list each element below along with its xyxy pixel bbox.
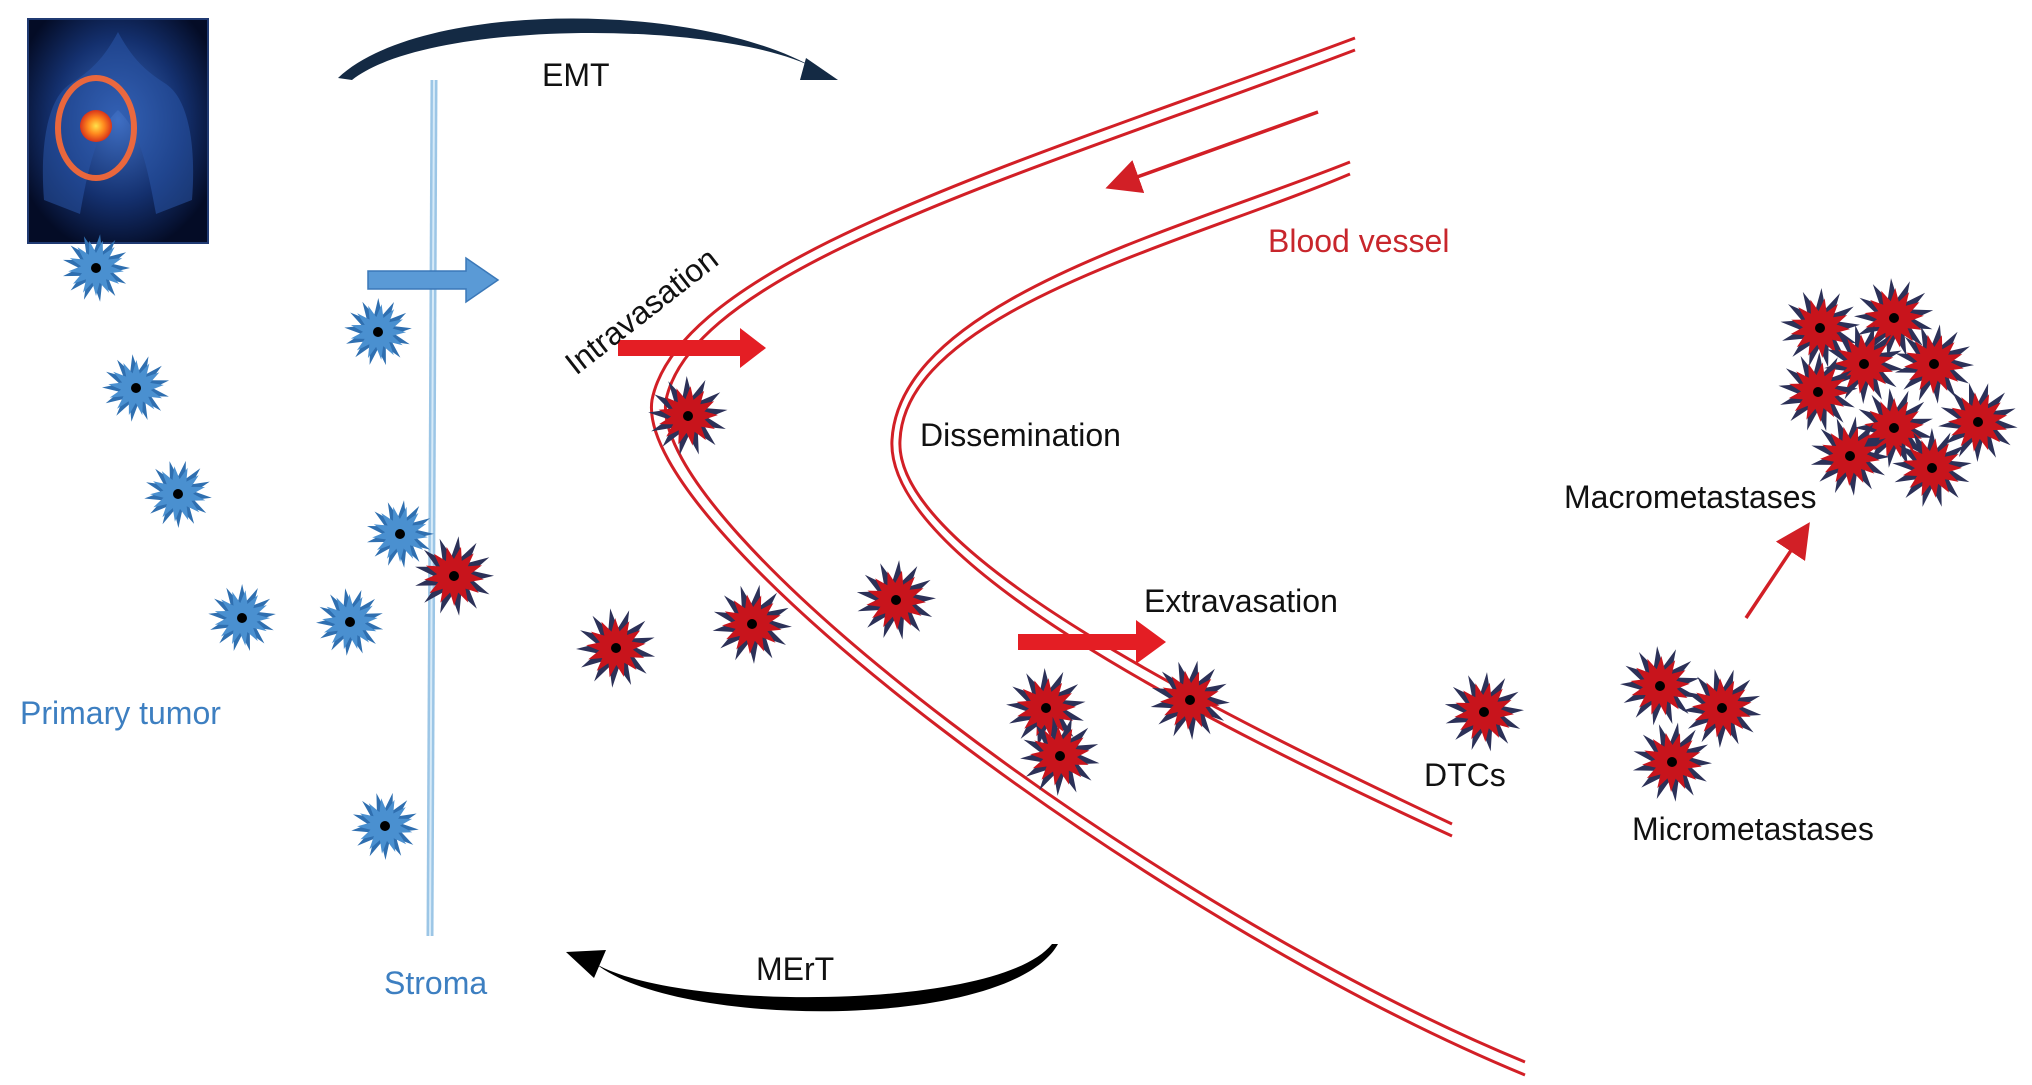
mert-label: MErT	[756, 951, 834, 987]
mesenchymal-tumor-cell-icon	[1894, 324, 1974, 404]
epithelial-tumor-cell-icon	[102, 354, 170, 422]
emt-label: EMT	[542, 57, 610, 93]
mesenchymal-tumor-cell-icon	[1444, 672, 1524, 752]
mesenchymal-tumor-cell-icon	[1938, 383, 2018, 462]
emt-curved-arrow	[338, 18, 838, 80]
mesenchymal-tumor-cell-icon	[1620, 646, 1700, 726]
epithelial-tumor-cell-icon	[63, 234, 130, 302]
extravasation-label: Extravasation	[1144, 583, 1338, 619]
epithelial-tumor-cell-icon	[351, 792, 419, 860]
intravasation-label: Intravasation	[558, 240, 725, 381]
epithelial-tumor-cell-icon	[144, 460, 212, 528]
primary-tumor-label: Primary tumor	[20, 695, 221, 731]
blood-vessel	[650, 36, 1526, 1077]
epithelial-tumor-cell-icon	[344, 298, 412, 366]
mesenchymal-tumor-cell-icon	[1006, 668, 1086, 748]
mesenchymal-tumor-cell-icon	[576, 608, 656, 688]
mesenchymal-tumor-cell-icon	[1778, 352, 1858, 432]
mert-curved-arrow	[566, 944, 1058, 1012]
mesenchymal-tumor-cell-icon	[1020, 716, 1100, 796]
epithelial-tumor-cell-icon	[367, 500, 434, 568]
mesenchymal-tumor-cell-icon	[415, 536, 494, 616]
epithelial-tumor-cell-icon	[208, 584, 276, 651]
mesenchymal-tumor-cell-icon	[712, 584, 792, 664]
intravasation-block-arrow	[618, 328, 766, 368]
mesenchymal-tumor-cell-icon	[1682, 668, 1762, 748]
mesenchymal-tumor-cell-icon	[1810, 416, 1890, 496]
mesenchymal-tumor-cell-icon	[648, 376, 728, 456]
mesenchymal-tumor-cell-icon	[1780, 288, 1860, 368]
macrometastases-arrow	[1744, 522, 1810, 619]
stroma-label: Stroma	[384, 965, 487, 1001]
macrometastases-label: Macrometastases	[1564, 479, 1817, 515]
epithelial-tumor-cell-icon	[316, 588, 384, 656]
mesenchymal-tumor-cell-icon	[1632, 722, 1712, 802]
mesenchymal-tumor-cell-icon	[1150, 660, 1230, 740]
mesenchymal-tumor-cell-icon	[1854, 278, 1934, 358]
mesenchymal-tumor-cell-icon	[1892, 428, 1972, 507]
lung-tumor-thumbnail-icon	[27, 18, 209, 244]
mesenchymal-tumor-cell-icon	[1824, 325, 1904, 404]
stroma-line	[426, 79, 438, 937]
micrometastases-label: Micrometastases	[1632, 811, 1874, 847]
dtcs-label: DTCs	[1424, 757, 1506, 793]
cells-layer	[63, 234, 2018, 860]
blood-flow-arrow	[1105, 110, 1319, 194]
extravasation-block-arrow	[1018, 620, 1166, 664]
mesenchymal-tumor-cell-icon	[856, 560, 936, 640]
dissemination-label: Dissemination	[920, 417, 1121, 453]
emt-block-arrow	[367, 256, 500, 304]
blood-vessel-label: Blood vessel	[1268, 223, 1449, 259]
